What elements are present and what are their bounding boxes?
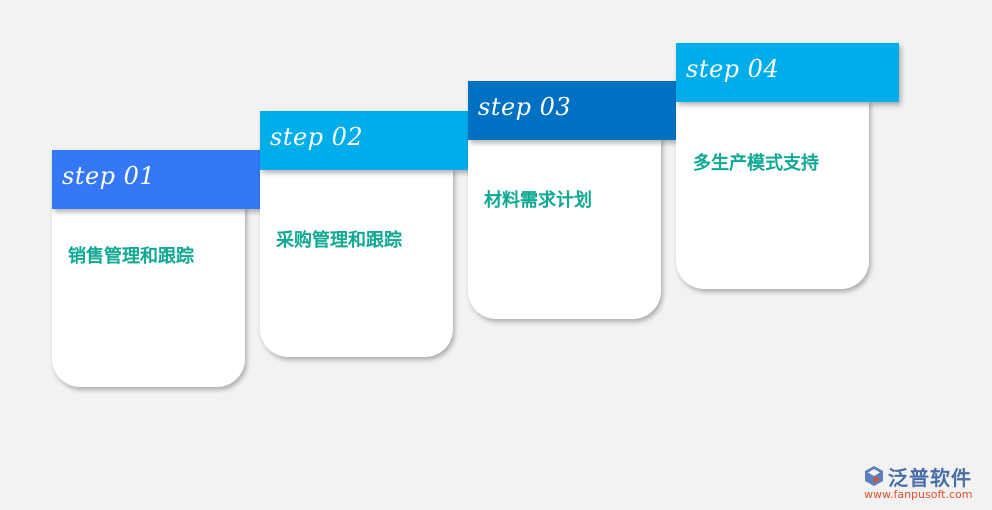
logo-name: 泛普软件 xyxy=(888,466,972,490)
step-2-banner: step 02 xyxy=(260,111,484,170)
step-1-label: step 01 xyxy=(62,162,156,190)
company-logo: 泛普软件 www.fanpusoft.com xyxy=(862,462,988,504)
step-1-card xyxy=(52,206,245,387)
step-4-label: step 04 xyxy=(686,55,780,83)
step-2-card xyxy=(260,168,453,357)
step-3-banner: step 03 xyxy=(468,81,691,140)
step-4-text: 多生产模式支持 xyxy=(693,153,819,174)
logo-url: www.fanpusoft.com xyxy=(864,488,973,501)
step-4-banner: step 04 xyxy=(676,43,899,102)
step-3-text: 材料需求计划 xyxy=(484,190,592,211)
step-2-label: step 02 xyxy=(270,123,364,151)
step-2-text: 采购管理和跟踪 xyxy=(276,230,402,251)
step-3-card xyxy=(468,137,661,319)
step-3-label: step 03 xyxy=(478,93,572,121)
step-1-text: 销售管理和跟踪 xyxy=(68,246,194,267)
step-4-card xyxy=(676,100,869,289)
fanpu-logo-icon xyxy=(865,466,883,486)
step-1-banner: step 01 xyxy=(52,150,275,209)
